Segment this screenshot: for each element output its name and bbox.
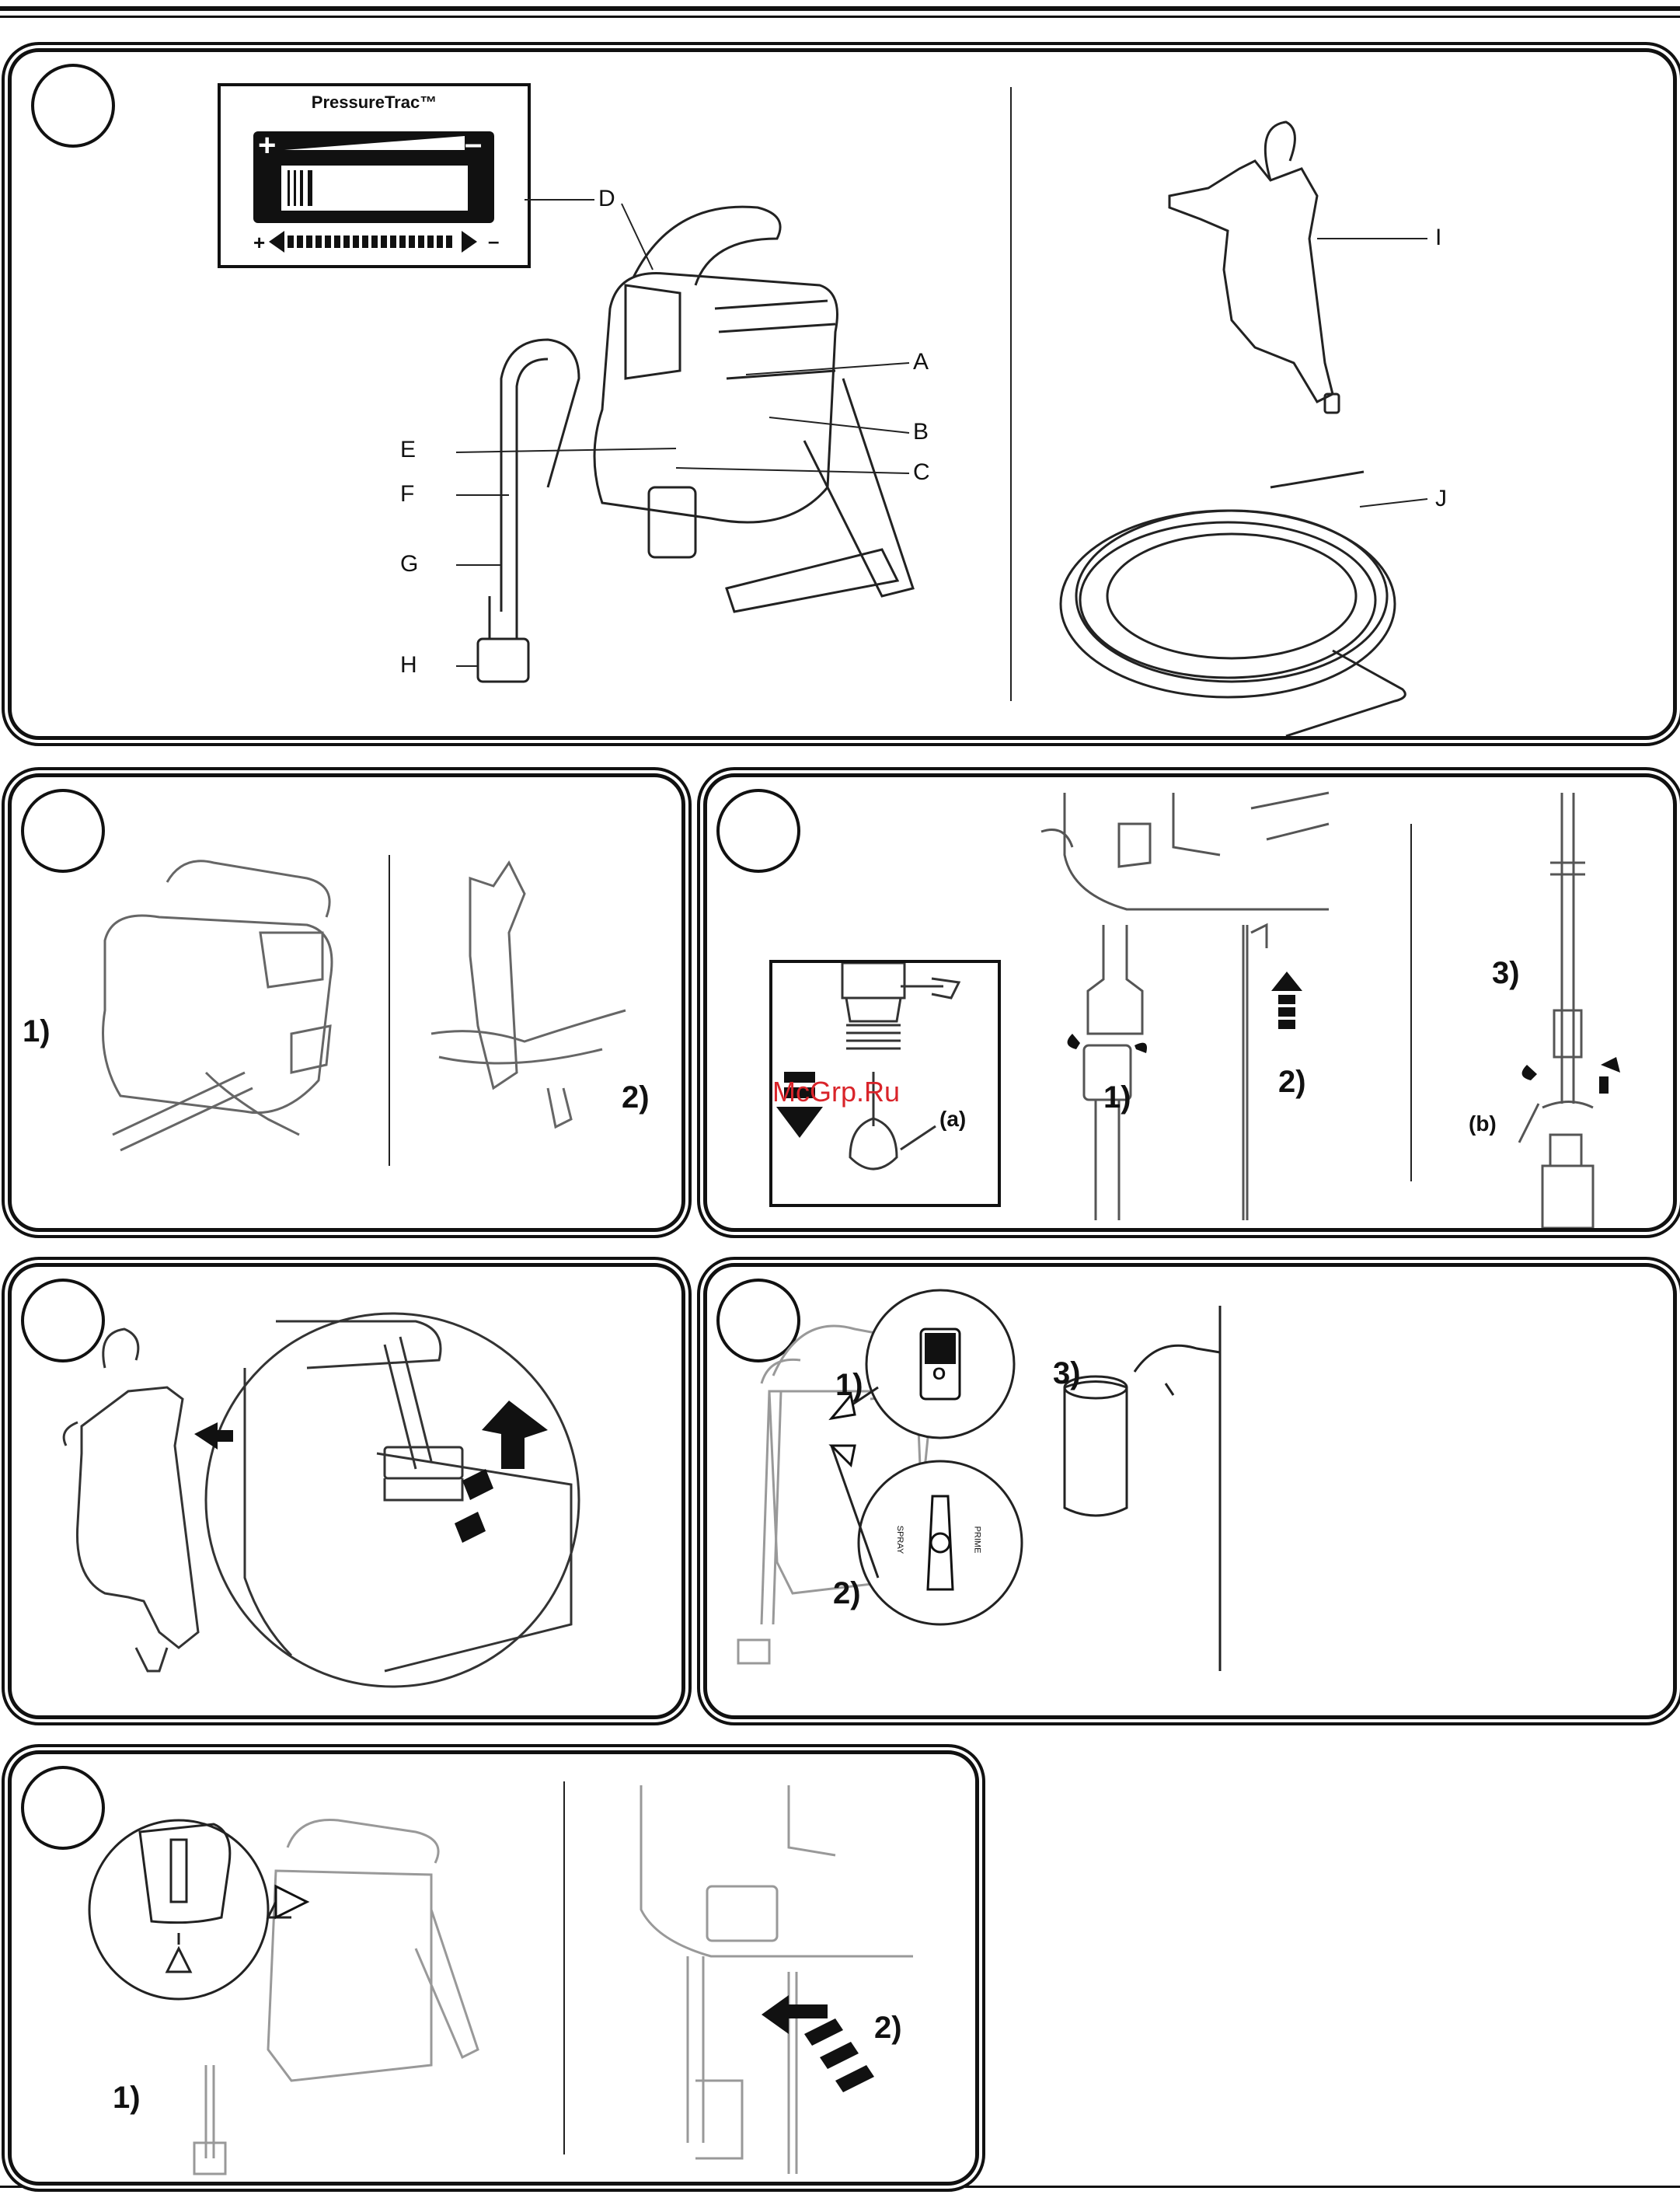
step-2-label: 2)	[1278, 1065, 1306, 1100]
panel-divider	[563, 1781, 565, 2154]
valve-prime-label: PRIME	[972, 1526, 981, 1554]
label-i: I	[1435, 225, 1441, 251]
switch-off-symbol: O	[932, 1364, 946, 1384]
panel-step-4	[8, 1263, 685, 1719]
step-3-label: 3)	[1053, 1356, 1081, 1391]
step-3-label: 3)	[1492, 956, 1520, 991]
panel-divider	[1010, 87, 1012, 701]
pressure-screen: + –	[253, 131, 494, 223]
panel-divider	[389, 855, 390, 1166]
minus-small-icon: –	[488, 229, 499, 253]
gun-trigger-lock-illustration	[12, 1267, 681, 1715]
step-1-label: 1)	[835, 1368, 863, 1403]
step-2-label: 2)	[874, 2011, 902, 2046]
label-e: E	[400, 437, 416, 463]
pressure-display-title: PressureTrac™	[221, 92, 528, 113]
valve-spray-label: SPRAY	[895, 1526, 904, 1554]
label-c: C	[913, 459, 930, 486]
inlet-valve-inset: McGrp.Ru (a)	[769, 960, 1001, 1207]
pressure-display: PressureTrac™ + – + –	[218, 83, 531, 268]
label-g: G	[400, 551, 418, 577]
step-2-label: 2)	[622, 1080, 650, 1115]
label-b-small: (b)	[1469, 1111, 1497, 1136]
plus-small-icon: +	[253, 231, 265, 255]
label-j: J	[1435, 486, 1447, 512]
label-d: D	[598, 186, 615, 212]
label-h: H	[400, 652, 417, 679]
prime-valve-illustration	[12, 1754, 975, 2182]
label-f: F	[400, 481, 414, 508]
step-2-label: 2)	[833, 1576, 861, 1611]
step-1-label: 1)	[23, 1014, 51, 1049]
top-rule-thin	[0, 16, 1680, 18]
top-rule	[0, 6, 1680, 11]
pressure-bar-graphic	[253, 131, 494, 223]
bottom-rule	[0, 2186, 1680, 2188]
panel-step-6: 1) 2)	[8, 1750, 979, 2186]
watermark: McGrp.Ru	[772, 1076, 900, 1108]
label-a: A	[913, 349, 929, 375]
section-number-circle	[31, 64, 115, 148]
switch-and-valve-illustration	[707, 1267, 1673, 1715]
panel-step-3: McGrp.Ru (a)	[703, 773, 1677, 1232]
section-number-circle	[716, 789, 800, 873]
step-1-label: 1)	[1103, 1080, 1131, 1115]
connect-hose-illustration	[12, 777, 681, 1228]
panel-divider	[1410, 824, 1412, 1181]
panel-step-5: O SPRAY PRIME 1) 2) 3)	[703, 1263, 1677, 1719]
label-a-small: (a)	[939, 1107, 966, 1132]
panel-components-overview: PressureTrac™ + – + –	[8, 48, 1677, 740]
section-number-circle	[716, 1279, 800, 1362]
section-number-circle	[21, 1766, 105, 1850]
section-number-circle	[21, 789, 105, 873]
panel-step-2: 1) 2)	[8, 773, 685, 1232]
section-number-circle	[21, 1279, 105, 1362]
label-b: B	[913, 419, 929, 445]
step-1-label: 1)	[113, 2081, 141, 2116]
